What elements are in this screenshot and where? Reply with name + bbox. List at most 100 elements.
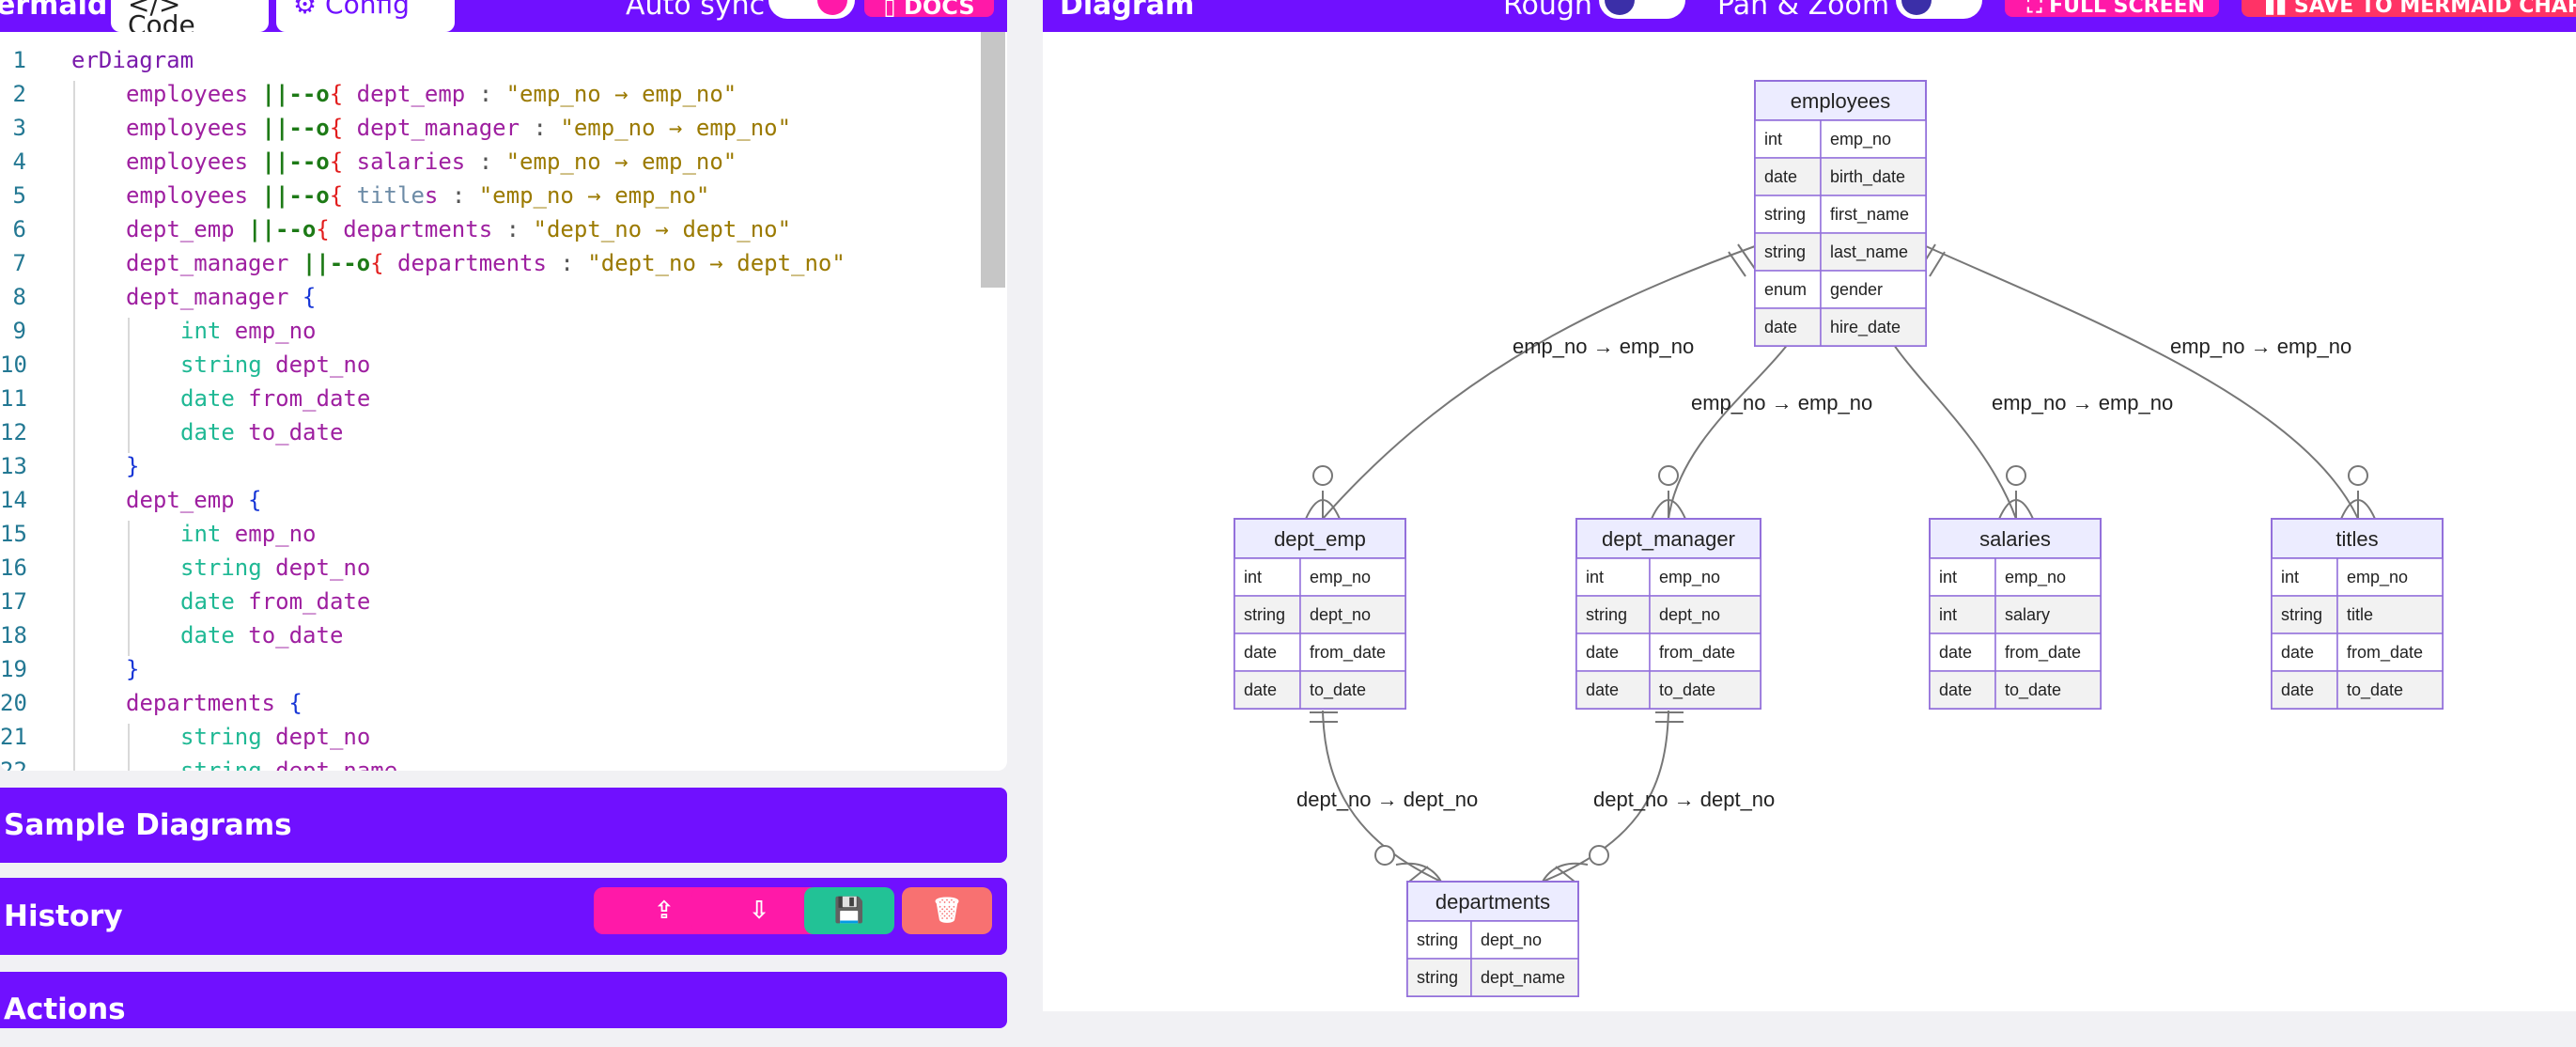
code-token: string	[180, 352, 276, 378]
indent-guide	[128, 318, 130, 453]
pan-zoom-toggle[interactable]	[1896, 0, 1982, 19]
code-token: {	[329, 81, 357, 107]
entity-title: departments	[1435, 890, 1550, 914]
code-line[interactable]: employees ||--o{ salaries : "emp_no → em…	[126, 148, 737, 175]
code-line[interactable]: departments {	[126, 690, 303, 716]
history-panel[interactable]: History ⇪⇩💾🗑	[0, 878, 1007, 955]
relationship-line	[1925, 245, 2359, 520]
code-line[interactable]: string dept_no	[180, 555, 370, 581]
attribute-name-cell	[1299, 595, 1406, 634]
code-line[interactable]: erDiagram	[71, 47, 194, 73]
actions-title: Actions	[4, 992, 126, 1026]
code-token: emp_no	[234, 318, 317, 344]
attribute-name: salary	[2005, 605, 2050, 624]
many-marker	[1395, 862, 1442, 883]
code-line[interactable]: }	[126, 453, 139, 479]
code-line[interactable]: int emp_no	[180, 318, 317, 344]
code-token: "emp_no → emp_no"	[478, 182, 710, 209]
code-line[interactable]: dept_emp ||--o{ departments : "dept_no →…	[126, 216, 791, 242]
attribute-name: from_date	[1659, 643, 1735, 663]
attribute-name-cell	[2336, 670, 2444, 710]
code-token: {	[370, 250, 397, 276]
code-line[interactable]: employees ||--o{ dept_manager : "emp_no …	[126, 115, 791, 141]
actions-panel[interactable]: Actions	[0, 972, 1007, 1028]
code-token: dept_emp	[356, 81, 479, 107]
line-number: 19	[0, 656, 27, 682]
entity-title: dept_manager	[1602, 527, 1735, 551]
line-number: 16	[0, 555, 27, 581]
docs-label: DOCS	[903, 0, 975, 20]
attribute-name-cell	[1820, 195, 1927, 234]
code-line[interactable]: date from_date	[180, 385, 370, 412]
code-line[interactable]: date from_date	[180, 588, 370, 615]
tab-config[interactable]: ⚙ Config	[276, 0, 455, 32]
code-token: "emp_no → emp_no"	[505, 148, 737, 175]
editor-scrollbar[interactable]	[981, 32, 1005, 288]
code-line[interactable]: date to_date	[180, 419, 343, 445]
attribute-name: title	[2347, 605, 2373, 624]
relationship-line	[1322, 245, 1756, 520]
code-line[interactable]: }	[126, 656, 139, 682]
code-line[interactable]: dept_manager ||--o{ departments : "dept_…	[126, 250, 846, 276]
sample-diagrams-panel[interactable]: Sample Diagrams	[0, 788, 1007, 863]
code-token: emp_no	[234, 521, 317, 547]
line-number: 11	[0, 385, 27, 412]
attribute-type: date	[1764, 167, 1797, 186]
auto-sync-knob	[817, 0, 847, 15]
code-line[interactable]: date to_date	[180, 622, 343, 649]
code-line[interactable]: string dept_no	[180, 724, 370, 750]
attribute-type: int	[1939, 605, 1957, 624]
many-marker	[1305, 491, 1341, 520]
code-line[interactable]: string dept_name	[180, 758, 397, 771]
auto-sync-toggle[interactable]	[768, 0, 855, 19]
code-line[interactable]: int emp_no	[180, 521, 317, 547]
attribute-type: int	[1764, 130, 1782, 148]
code-line[interactable]: dept_manager {	[126, 284, 316, 310]
attribute-type-cell	[2271, 595, 2338, 634]
many-marker	[1651, 491, 1686, 520]
code-token: dept_no	[275, 555, 371, 581]
code-line[interactable]: employees ||--o{ dept_emp : "emp_no → em…	[126, 81, 737, 107]
attribute-name-cell	[1820, 157, 1927, 196]
attribute-name: emp_no	[2347, 568, 2408, 587]
line-number: 5	[12, 182, 26, 209]
save-to-mermaid-chart-button[interactable]: ▮▮ SAVE TO MERMAID CHART	[2242, 0, 2576, 18]
code-token: employees	[126, 81, 262, 107]
code-token: ||--o	[261, 148, 330, 175]
delete-history-button[interactable]: 🗑	[902, 887, 992, 934]
code-token: employees	[126, 148, 262, 175]
code-line[interactable]: dept_emp {	[126, 487, 262, 513]
relationship-label: emp_no → emp_no	[1691, 391, 1872, 414]
line-number: 17	[0, 588, 27, 615]
attribute-name-cell	[1994, 557, 2102, 597]
attribute-type: date	[1939, 643, 1972, 662]
code-line[interactable]: string dept_no	[180, 352, 370, 378]
code-token: date	[180, 622, 249, 649]
entity-header	[1234, 518, 1406, 559]
pan-zoom-label: Pan & Zoom	[1717, 0, 1890, 22]
entity-header	[2271, 518, 2444, 559]
zero-marker	[2348, 465, 2368, 486]
zero-marker	[1658, 465, 1679, 486]
code-line[interactable]: employees ||--o{ titles : "emp_no → emp_…	[126, 182, 709, 209]
line-number: 14	[0, 487, 27, 513]
one-marker	[1728, 251, 1746, 277]
full-screen-button[interactable]: ⛶ FULL SCREEN	[2005, 0, 2219, 18]
relationship-label: dept_no → dept_no	[1593, 788, 1775, 811]
rough-toggle[interactable]	[1599, 0, 1685, 19]
save-history-button[interactable]: 💾	[804, 887, 894, 934]
zero-marker	[1312, 465, 1333, 486]
code-token: dept_no	[275, 352, 371, 378]
entity-header	[1406, 881, 1579, 922]
code-token: string	[180, 758, 276, 771]
tab-code[interactable]: </> Code	[111, 0, 269, 32]
docs-button[interactable]: ▯ DOCS	[864, 0, 994, 20]
